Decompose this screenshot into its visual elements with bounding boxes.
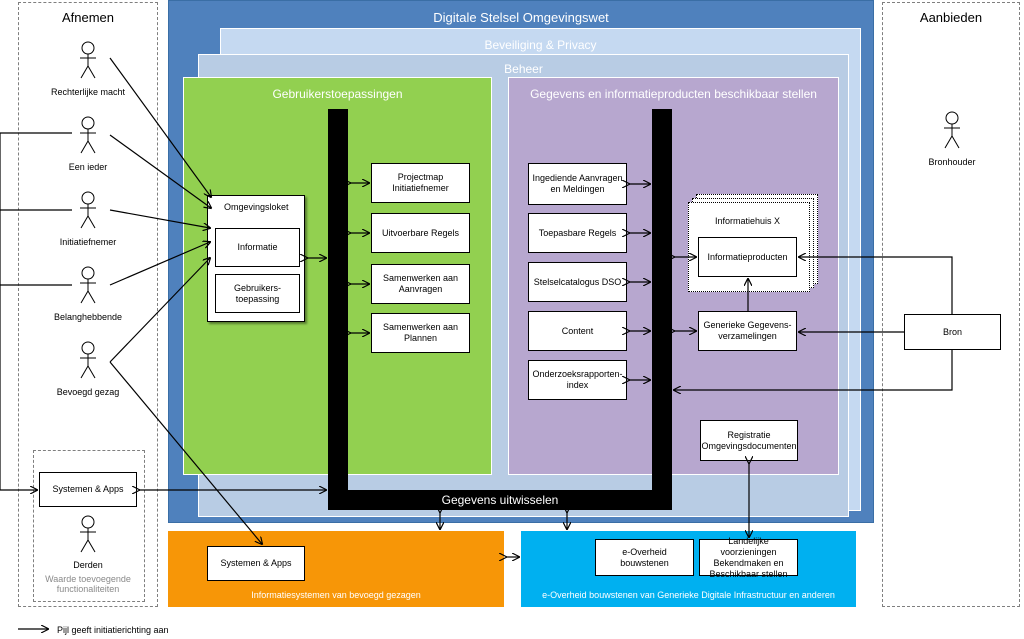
exchange-bus-bottom: Gegevens uitwisselen <box>328 490 672 510</box>
security-title: Beveiliging & Privacy <box>484 38 597 52</box>
data-box-onderzoeksrapporten: Onderzoeksrapporten-index <box>528 360 627 400</box>
app-box-samenwerken-aanvragen: Samenwerken aan Aanvragen <box>371 264 470 304</box>
bron-box: Bron <box>904 314 1001 350</box>
app-box-projectmap: Projectmap Initiatiefnemer <box>371 163 470 203</box>
cyan-caption: e-Overheid bouwstenen van Generieke Digi… <box>542 590 835 600</box>
generieke-gegevens-box: Generieke Gegevens-verzamelingen <box>698 311 797 351</box>
data-title: Gegevens en informatieproducten beschikb… <box>530 87 817 101</box>
eoverheid-box: e-Overheid bouwstenen <box>595 539 694 576</box>
actor-label-bevoegd-gezag: Bevoegd gezag <box>56 387 120 397</box>
actor-label-rechterlijke-macht: Rechterlijke macht <box>50 87 126 97</box>
orange-systems-box: Systemen & Apps <box>207 546 305 581</box>
legend-label: Pijl geeft initiatierichting aan <box>57 625 169 635</box>
informatieproducten-box: Informatieproducten <box>698 237 797 277</box>
omgevingsloket-title: Omgevingsloket <box>224 202 289 212</box>
data-box-toepasbare-regels: Toepasbare Regels <box>528 213 627 253</box>
exchange-label: Gegevens uitwisselen <box>441 493 559 507</box>
actor-label-derden: Derden <box>73 560 103 570</box>
aanbieden-panel: Aanbieden <box>882 2 1020 607</box>
actor-label-initiatiefnemer: Initiatiefnemer <box>59 237 117 247</box>
data-box-aanvragen: Ingediende Aanvragen en Meldingen <box>528 163 627 205</box>
exchange-bus-left <box>328 109 348 510</box>
app-box-uitvoerbare-regels: Uitvoerbare Regels <box>371 213 470 253</box>
informatie-box: Informatie <box>215 228 300 267</box>
app-box-samenwerken-plannen: Samenwerken aan Plannen <box>371 313 470 353</box>
third-party-systems-box: Systemen & Apps <box>39 472 137 507</box>
actor-label-bronhouder: Bronhouder <box>928 157 976 167</box>
informatiehuis-title: Informatiehuis X <box>715 216 781 226</box>
data-box-stelselcatalogus: Stelselcatalogus DSO <box>528 262 627 302</box>
aanbieden-title: Aanbieden <box>919 10 983 25</box>
orange-caption: Informatiesystemen van bevoegd gezagen <box>251 590 421 600</box>
dso-title: Digitale Stelsel Omgevingswet <box>433 10 609 25</box>
third-party-caption: Waarde toevoegende functionaliteiten <box>45 574 131 594</box>
management-title: Beheer <box>504 62 543 76</box>
landelijke-box: Landelijke voorzieningen Bekendmaken en … <box>699 536 798 579</box>
actor-label-een-ieder: Een ieder <box>68 162 108 172</box>
data-box-content: Content <box>528 311 627 351</box>
apps-title: Gebruikerstoepassingen <box>272 87 403 101</box>
exchange-bus-right <box>652 109 672 510</box>
registratie-box: Registratie Omgevingsdocumenten <box>700 420 798 461</box>
gebruikerstoepassing-box: Gebruikers-toepassing <box>215 274 300 313</box>
afnemen-title: Afnemen <box>61 10 115 25</box>
actor-label-belanghebbende: Belanghebbende <box>53 312 123 322</box>
